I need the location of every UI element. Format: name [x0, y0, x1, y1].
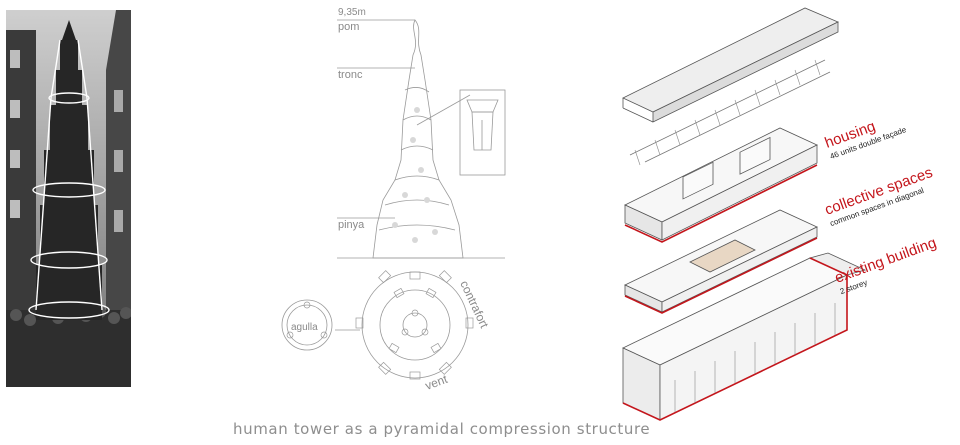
height-label: 9,35m — [338, 7, 366, 18]
diagram-caption: human tower as a pyramidal compression s… — [233, 420, 651, 438]
contrafort-label: contrafort — [457, 278, 491, 330]
castell-photo — [6, 10, 131, 387]
exploded-axonometric: housing 46 units double façade collectiv… — [622, 7, 939, 421]
pom-label: pom — [338, 21, 359, 33]
existing-title: existing building — [833, 234, 939, 286]
tower-structure-diagram: 9,35m pom tronc pinya agulla contrafort … — [281, 7, 506, 393]
tronc-label: tronc — [338, 69, 363, 81]
pinya-label: pinya — [338, 219, 365, 231]
agulla-label: agulla — [291, 322, 318, 333]
vent-label: vent — [423, 372, 450, 393]
